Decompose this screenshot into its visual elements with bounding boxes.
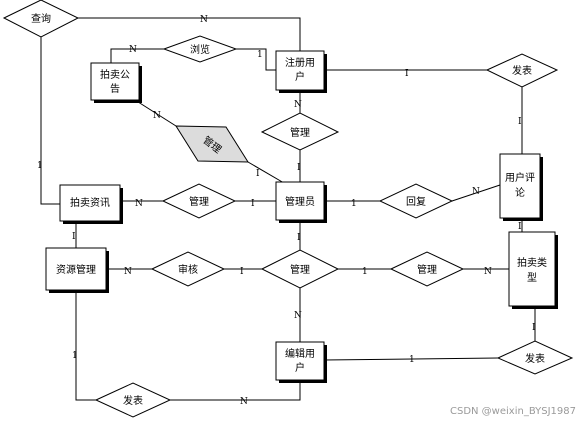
entity-auction-type: 拍卖类 型 [508, 231, 558, 309]
card-query-user-n: N [200, 15, 208, 25]
relation-publish-bottom: 发表 [94, 382, 172, 418]
entity-editor-user: 编辑用 户 [275, 341, 327, 383]
relation-manage-type: 管理 [389, 251, 465, 287]
entity-user-review-label-2: 论 [515, 186, 525, 199]
relation-audit: 审核 [150, 251, 226, 287]
card-browse-user-1: 1 [257, 50, 263, 60]
card-notice-browse-n: N [129, 45, 137, 55]
entity-user-review: 用户评 论 [499, 153, 543, 221]
relation-publish-right: 发表 [496, 340, 574, 375]
card-type-n: N [484, 267, 492, 277]
card-type-publish-i: I [532, 323, 536, 333]
connectors [40, 17, 536, 401]
card-admin-center-i: I [297, 233, 301, 243]
card-center-type-1: 1 [362, 267, 368, 277]
line-reply-review [451, 184, 501, 202]
relation-publish-top-label: 发表 [512, 64, 532, 77]
entity-editor-user-label-2: 户 [295, 361, 305, 374]
card-info-manage-n: N [135, 199, 143, 209]
card-publish-editor-n: N [240, 397, 248, 407]
relation-manage-user-label: 管理 [290, 126, 310, 139]
entity-auction-notice: 拍卖公 告 [90, 62, 142, 103]
watermark: CSDN @weixin_BYSJ1987 [450, 406, 576, 417]
line-manage-admin-diag [247, 161, 285, 184]
relation-reply-label: 回复 [406, 195, 426, 208]
relation-browse: 浏览 [162, 35, 238, 63]
line-browse-user [236, 48, 276, 71]
entity-auction-type-label-1: 拍卖类 [517, 256, 547, 269]
line-notice-browse [110, 48, 164, 63]
relation-query: 查询 [2, 0, 80, 38]
relation-reply: 回复 [378, 183, 454, 219]
entity-resource-mgmt: 资源管理 [45, 247, 109, 293]
card-query-info-1: 1 [37, 161, 43, 171]
relation-manage-center: 管理 [260, 249, 340, 289]
card-publish-review-i: I [518, 117, 522, 127]
card-admin-reply-1: 1 [351, 199, 357, 209]
card-manage-admin-h-i: I [251, 199, 255, 209]
line-publish-editor [170, 380, 301, 401]
entity-auction-info: 拍卖资讯 [59, 184, 123, 224]
card-manage-admin-i: I [297, 163, 301, 173]
card-audit-manage-i: I [240, 267, 244, 277]
entity-admin: 管理员 [275, 181, 327, 223]
entity-user-review-label-1: 用户评 [505, 171, 535, 184]
relation-manage-info-label: 管理 [189, 195, 209, 208]
relation-manage-user: 管理 [260, 112, 340, 151]
relation-manage-info: 管理 [161, 183, 237, 219]
entity-resource-mgmt-label: 资源管理 [56, 263, 96, 276]
relation-publish-top: 发表 [485, 53, 559, 88]
entity-auction-notice-label-1: 拍卖公 [100, 68, 130, 81]
entity-registered-user-label-2: 户 [295, 70, 305, 83]
card-resource-publish-1: 1 [72, 351, 78, 361]
entity-registered-user: 注册用 户 [275, 50, 327, 93]
entity-editor-user-label-1: 编辑用 [285, 347, 315, 360]
entity-auction-type-label-2: 型 [527, 271, 537, 284]
line-query-registered-user [78, 17, 301, 51]
relation-publish-bottom-label: 发表 [123, 394, 143, 407]
card-resource-audit-n: N [124, 267, 132, 277]
card-reply-review-n: N [472, 187, 480, 197]
card-review-type-i: I [518, 222, 522, 232]
relation-manage-type-label: 管理 [417, 263, 437, 276]
relation-publish-right-label: 发表 [525, 352, 545, 365]
card-user-manage-n: N [294, 100, 302, 110]
line-editor-publish [323, 357, 499, 361]
card-editor-publish-1: 1 [409, 355, 415, 365]
line-resource-publish [75, 290, 96, 401]
entity-auction-notice-label-2: 告 [110, 82, 120, 95]
line-notice-manage [134, 99, 177, 127]
card-user-publish-i: I [405, 69, 409, 79]
entity-admin-label: 管理员 [285, 195, 315, 208]
entity-auction-info-label: 拍卖资讯 [70, 196, 110, 209]
relation-audit-label: 审核 [178, 263, 198, 276]
line-query-auction-info [40, 37, 60, 205]
card-manage-admin-diag-i: I [256, 169, 260, 179]
relation-manage-center-label: 管理 [290, 263, 310, 276]
card-center-editor-n: N [294, 311, 302, 321]
relation-manage-notice: 管理 [175, 125, 249, 163]
card-info-resource-i: I [72, 232, 76, 242]
entity-registered-user-label-1: 注册用 [285, 56, 315, 69]
relation-browse-label: 浏览 [190, 43, 210, 56]
card-notice-manage-n: N [153, 111, 161, 121]
cardinality-labels: N 1 N 1 I I N I N I N I 1 N I I N I 1 N … [37, 15, 536, 407]
relation-query-label: 查询 [31, 12, 51, 25]
